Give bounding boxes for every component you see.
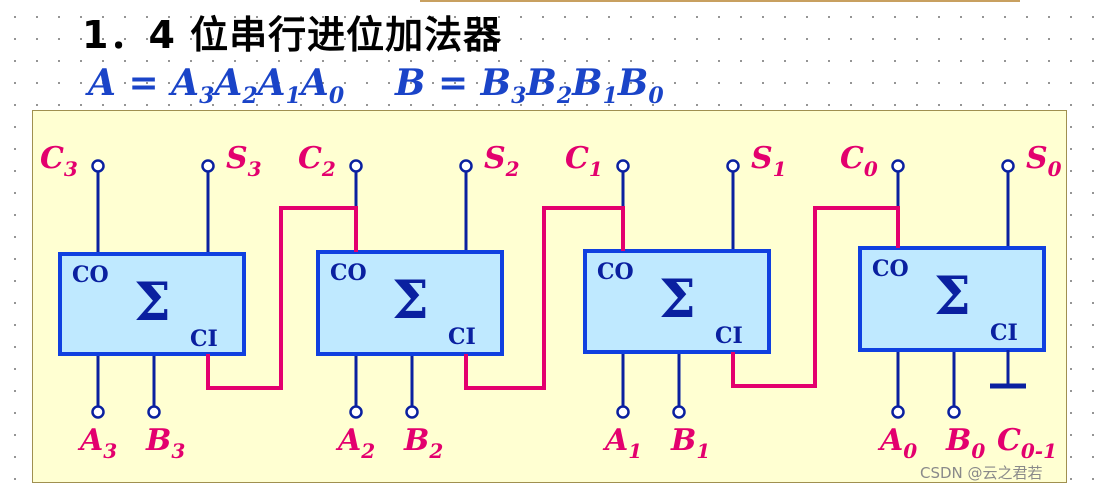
formula-a-eq: =: [115, 62, 172, 104]
carry-chain-wire: [206, 206, 358, 390]
carry-out-terminal: [616, 159, 630, 173]
co-label: CO: [597, 259, 634, 285]
sum-terminal: [1001, 159, 1015, 173]
sum-label: S1: [751, 141, 787, 181]
carry-out-terminal: [349, 159, 363, 173]
carry-out-terminal: [91, 159, 105, 173]
sigma-symbol: Σ: [392, 270, 429, 331]
b-input-label: B0: [945, 423, 985, 463]
formula-a-term: A2: [214, 62, 258, 110]
a-input-label: A1: [602, 423, 642, 463]
sum-terminal: [726, 159, 740, 173]
carry-label: C0: [840, 141, 878, 181]
carry-out-terminal: [891, 159, 905, 173]
ci-label: CI: [190, 326, 218, 352]
carry-chain-wire: [464, 206, 625, 390]
sigma-symbol: Σ: [934, 266, 971, 327]
formula-a-lhs: A: [88, 62, 116, 104]
full-adder-box: [316, 250, 504, 356]
formula-a-term: A1: [257, 62, 301, 110]
carry-chain-wire: [731, 206, 900, 388]
co-label: CO: [72, 262, 109, 288]
formula-b-term: B3: [480, 62, 527, 110]
ci-label: CI: [990, 320, 1018, 346]
a-input-terminal: [891, 405, 905, 419]
formula-b-lhs: B: [395, 62, 426, 104]
b-input-terminal: [147, 405, 161, 419]
watermark: CSDN @云之君若: [920, 464, 1043, 482]
formula-b-eq: =: [425, 62, 481, 104]
full-adder-box: [858, 246, 1046, 352]
a-input-terminal: [616, 405, 630, 419]
carry-label: C2: [298, 141, 336, 181]
a-input-terminal: [91, 405, 105, 419]
top-rule: [420, 0, 1020, 2]
formula-a-term: A0: [300, 62, 345, 110]
formula-b: B = B3B2B1B0: [395, 62, 664, 109]
formula-b-term: B1: [572, 62, 618, 110]
sigma-symbol: Σ: [659, 269, 696, 330]
a-input-label: A3: [77, 423, 117, 463]
formula-a: A = A3A2A1A0: [88, 62, 344, 109]
a-input-terminal: [349, 405, 363, 419]
a-input-label: A2: [335, 423, 375, 463]
co-label: CO: [872, 256, 909, 282]
sum-terminal: [201, 159, 215, 173]
full-adder-box: [583, 249, 771, 354]
a-input-label: A0: [877, 423, 917, 463]
sum-terminal: [459, 159, 473, 173]
sum-label: S2: [484, 141, 520, 181]
b-input-label: B1: [670, 423, 710, 463]
b-input-label: B2: [403, 423, 443, 463]
co-label: CO: [330, 260, 367, 286]
sigma-symbol: Σ: [134, 272, 171, 333]
b-input-terminal: [672, 405, 686, 419]
formula-a-term: A3: [171, 62, 215, 110]
b-input-terminal: [405, 405, 419, 419]
sum-label: S0: [1026, 141, 1062, 181]
ci-label: CI: [448, 324, 476, 350]
ci-label: CI: [715, 323, 743, 349]
formula-b-term: B2: [526, 62, 573, 110]
page-title: 1．4 位串行进位加法器: [82, 13, 503, 57]
carry-label: C3: [40, 141, 78, 181]
carry-in-label: C0-1: [997, 423, 1057, 463]
carry-label: C1: [565, 141, 603, 181]
b-input-terminal: [947, 405, 961, 419]
sum-label: S3: [226, 141, 262, 181]
full-adder-box: [58, 252, 246, 356]
formula-b-term: B0: [617, 62, 664, 110]
b-input-label: B3: [145, 423, 185, 463]
